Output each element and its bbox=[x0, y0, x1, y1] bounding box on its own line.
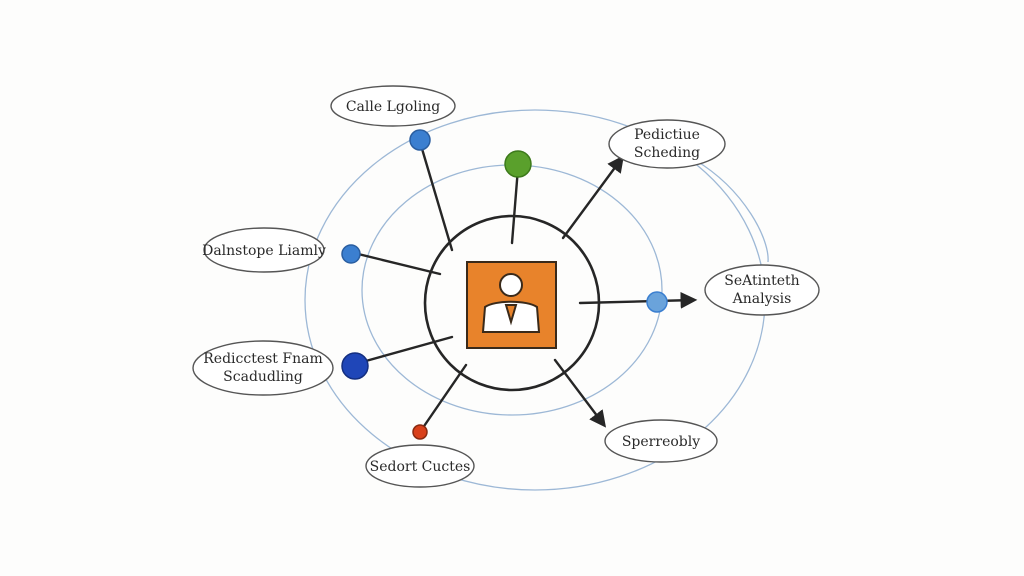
bubble-sentiment-analysis[interactable] bbox=[704, 264, 820, 316]
spoke-team-scheduling bbox=[353, 335, 454, 366]
label-smart-routes: Sedort Cuctes bbox=[370, 459, 471, 475]
spoke-call-logging bbox=[418, 140, 454, 252]
bubble-serviceability[interactable] bbox=[604, 419, 718, 463]
spoke-dashboard bbox=[348, 250, 442, 276]
label-predictive-scheduling-line1: Pedictiue bbox=[634, 127, 700, 143]
spoke-smart-routes bbox=[418, 363, 468, 434]
label-sentiment-analysis-line2: Analysis bbox=[732, 291, 792, 307]
label-call-logging: Calle Lgoling bbox=[346, 99, 440, 115]
node-top-green[interactable] bbox=[504, 150, 532, 178]
central-hub bbox=[423, 214, 601, 392]
label-dashboard: Dalnstope Liamly bbox=[202, 243, 326, 259]
bubble-dashboard[interactable] bbox=[203, 227, 325, 273]
spoke-top-node bbox=[510, 166, 520, 245]
node-smart-routes[interactable] bbox=[412, 424, 428, 440]
label-bubbles bbox=[192, 85, 820, 488]
node-sentiment-analysis[interactable] bbox=[646, 291, 668, 313]
bubble-smart-routes[interactable] bbox=[365, 444, 475, 488]
spoke-predictive-scheduling bbox=[561, 155, 624, 240]
bubble-call-logging[interactable] bbox=[330, 85, 456, 127]
node-team-scheduling[interactable] bbox=[341, 352, 369, 380]
labels: Calle Lgoling Pedictiue Scheding Dalnsto… bbox=[202, 99, 800, 475]
label-predictive-scheduling-line2: Scheding bbox=[634, 145, 700, 161]
nodes bbox=[341, 129, 668, 440]
label-serviceability: Sperreobly bbox=[622, 434, 700, 450]
bubble-predictive-scheduling[interactable] bbox=[608, 119, 726, 169]
node-call-logging[interactable] bbox=[409, 129, 431, 151]
person-bust-icon bbox=[481, 273, 541, 333]
outer-connector-curve bbox=[694, 159, 769, 263]
spoke-sentiment-analysis bbox=[578, 291, 698, 309]
label-sentiment-analysis-line1: SeAtinteth bbox=[724, 273, 799, 289]
label-team-scheduling-line1: Redicctest Fnam bbox=[203, 351, 322, 367]
bubble-team-scheduling[interactable] bbox=[192, 340, 334, 396]
spoke-serviceability bbox=[553, 358, 607, 428]
label-team-scheduling-line2: Scadudling bbox=[223, 369, 303, 385]
hub-circle bbox=[423, 214, 601, 392]
spokes bbox=[348, 140, 698, 434]
node-dashboard[interactable] bbox=[341, 244, 361, 264]
